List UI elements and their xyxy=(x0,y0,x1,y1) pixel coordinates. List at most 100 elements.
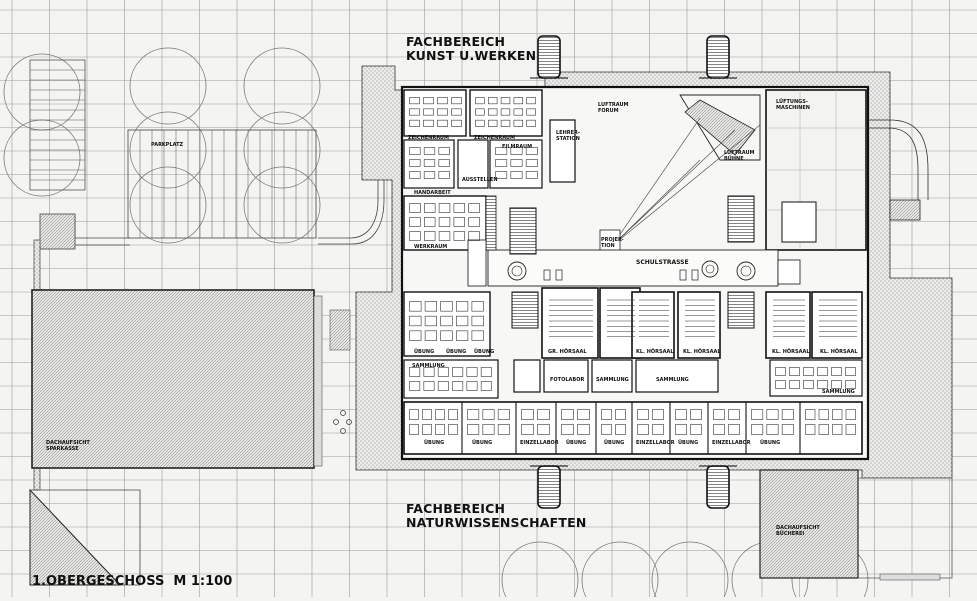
room-luftraum-forum: LUFTRAUM FORUM xyxy=(598,102,629,114)
room-sammlung-4: SAMMLUNG xyxy=(822,389,855,395)
desk xyxy=(728,409,740,420)
desk xyxy=(500,119,511,127)
heading-art-department: FACHBEREICH KUNST U.WERKEN xyxy=(406,35,536,63)
desk xyxy=(789,380,800,389)
desk xyxy=(497,409,510,420)
desk xyxy=(845,424,856,435)
room-sammlung-3: SAMMLUNG xyxy=(656,377,689,383)
desk xyxy=(781,409,794,420)
desk xyxy=(437,381,449,391)
bottom-left-wedge xyxy=(29,488,141,586)
desk xyxy=(615,409,626,420)
room-fotolabor: FOTOLABOR xyxy=(550,377,585,383)
desk xyxy=(831,380,842,389)
heading-science-line2: NATURWISSENSCHAFTEN xyxy=(406,515,587,530)
room-furniture xyxy=(409,97,856,435)
desk xyxy=(513,108,524,116)
desk xyxy=(637,409,649,420)
desk xyxy=(440,330,453,341)
desk xyxy=(467,424,480,435)
room-uebung-s2: ÜBUNG xyxy=(472,440,493,446)
desk xyxy=(468,217,480,227)
room-kl-hoersaal-4: KL. HÖRSAAL xyxy=(820,349,858,355)
desk xyxy=(766,424,779,435)
desk xyxy=(455,330,469,341)
desk xyxy=(409,315,422,327)
room-uebung-a: ÜBUNG xyxy=(414,349,435,355)
desk xyxy=(440,315,453,327)
room-einzellabor-2: EINZELLABOR xyxy=(636,440,675,446)
desk xyxy=(423,147,436,155)
desk xyxy=(513,119,524,127)
desk xyxy=(466,367,478,377)
desk xyxy=(525,147,538,155)
desk xyxy=(500,108,511,116)
desk xyxy=(437,367,449,377)
desk xyxy=(510,147,523,155)
desk xyxy=(448,424,458,435)
desk xyxy=(803,380,814,389)
desk xyxy=(453,231,465,241)
desk xyxy=(466,381,478,391)
room-lehrer-station: LEHRER- STATION xyxy=(556,130,580,142)
desk xyxy=(495,171,508,179)
desk xyxy=(513,97,524,105)
desk xyxy=(467,409,480,420)
desk xyxy=(451,97,462,105)
desk xyxy=(615,424,626,435)
room-ausstellen: AUSSTELLEN xyxy=(462,177,498,183)
desk xyxy=(495,159,508,167)
roof-library xyxy=(759,469,953,581)
desk xyxy=(409,159,421,167)
desk xyxy=(452,367,464,377)
room-uebung-c: ÜBUNG xyxy=(474,349,495,355)
desk xyxy=(487,108,498,116)
desk xyxy=(409,424,419,435)
desk xyxy=(537,424,550,435)
roof-savings-bank xyxy=(31,289,315,469)
label-roof-savings-bank: DACHAUFSICHT SPARKASSE xyxy=(46,440,90,452)
desk xyxy=(423,381,435,391)
desk xyxy=(845,380,856,389)
desk xyxy=(480,381,492,391)
desk xyxy=(577,409,590,420)
desk xyxy=(690,409,702,420)
room-projektion: PROJEK- TION xyxy=(601,237,624,249)
desk xyxy=(422,424,432,435)
room-sammlung-1: SAMMLUNG xyxy=(412,363,445,369)
room-lehrer-station-line2: STATION xyxy=(556,136,580,142)
lecture-hall-seating xyxy=(549,299,857,338)
label-parking: PARKPLATZ xyxy=(151,142,184,148)
room-luftraum-buehne-line2: BÜHNE xyxy=(724,156,744,162)
desk xyxy=(510,159,523,167)
room-lueftungsmaschinen-line2: MASCHINEN xyxy=(776,105,810,111)
room-luftraum-forum-line2: FORUM xyxy=(598,108,619,114)
label-roof-library-line1: DACHAUFSICHT xyxy=(776,525,820,531)
room-sammlung-2: SAMMLUNG xyxy=(596,377,629,383)
room-einzellabor-1: EINZELLABOR xyxy=(520,440,559,446)
desk xyxy=(675,424,687,435)
desk xyxy=(471,330,484,341)
desk xyxy=(422,409,432,420)
desk xyxy=(832,409,843,420)
desk xyxy=(817,380,828,389)
desk xyxy=(451,108,462,116)
desk xyxy=(526,119,536,127)
desk xyxy=(438,217,451,227)
desk xyxy=(561,424,574,435)
desk xyxy=(423,231,436,241)
desk xyxy=(690,424,702,435)
desk xyxy=(423,108,434,116)
desk xyxy=(521,424,534,435)
room-uebung-s5: ÜBUNG xyxy=(678,440,699,446)
desk xyxy=(409,231,421,241)
right-bridge xyxy=(868,119,929,221)
desk xyxy=(487,119,498,127)
room-zeichenraum-2: ZEICHENRAUM xyxy=(474,135,515,141)
desk xyxy=(423,119,434,127)
heading-art-line2: KUNST U.WERKEN xyxy=(406,48,537,63)
desk xyxy=(475,108,485,116)
desk xyxy=(455,301,469,312)
desk xyxy=(423,203,436,213)
desk xyxy=(805,424,816,435)
